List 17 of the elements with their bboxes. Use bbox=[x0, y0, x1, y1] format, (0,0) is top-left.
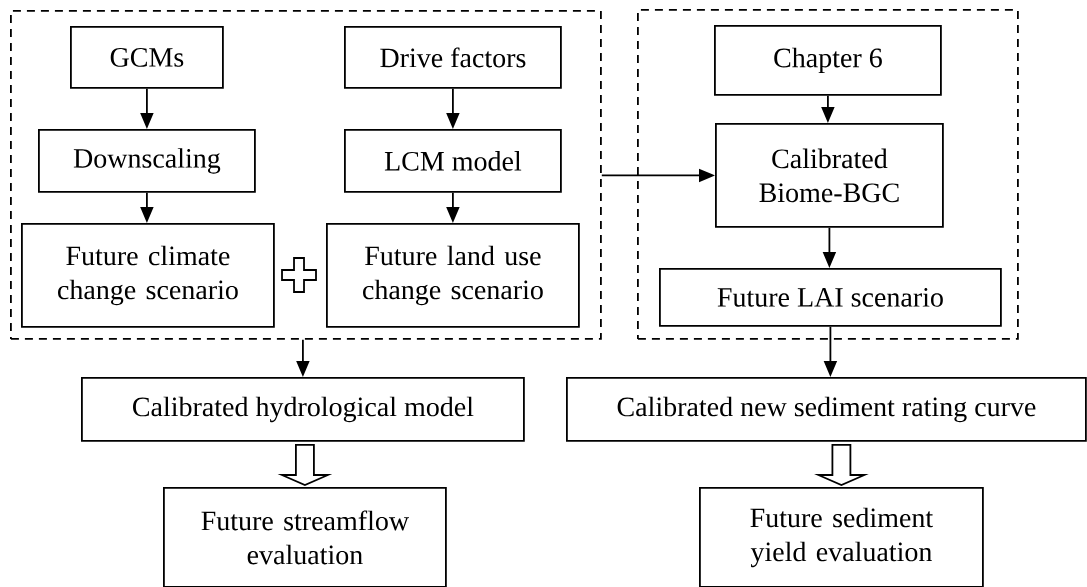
process-box: Future sediment yield evaluation bbox=[699, 487, 984, 587]
process-box: GCMs bbox=[70, 26, 224, 89]
group-frame bbox=[10, 10, 602, 340]
process-box: Calibrated new sediment rating curve bbox=[566, 377, 1087, 442]
process-box: Downscaling bbox=[38, 129, 256, 193]
process-box: LCM model bbox=[344, 129, 562, 193]
process-box: Future streamflow evaluation bbox=[163, 487, 447, 587]
process-box: Drive factors bbox=[344, 26, 562, 89]
process-box: Future land use change scenario bbox=[326, 223, 580, 328]
process-box: Future LAI scenario bbox=[659, 268, 1002, 327]
process-box: Calibrated hydrological model bbox=[81, 377, 525, 442]
group-frame bbox=[637, 9, 1019, 340]
process-box: Calibrated Biome-BGC bbox=[715, 123, 944, 228]
process-box: Chapter 6 bbox=[714, 25, 942, 96]
process-box: Future climate change scenario bbox=[21, 223, 275, 328]
block-arrow bbox=[814, 443, 869, 486]
block-arrow bbox=[277, 443, 333, 486]
